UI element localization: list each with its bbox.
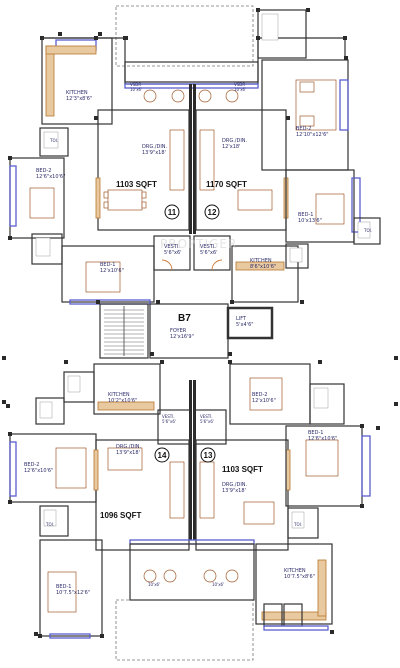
room-label-u12-drg: DRG./DIN.12'x18' [222, 138, 248, 150]
bottom-verandah-chairs [143, 569, 239, 583]
unit-11: 1103 SQFT 11 [116, 180, 180, 220]
room-label-u11-vesti: VESTI.5'6"x6' [164, 244, 182, 256]
block-label: B7 [178, 313, 191, 324]
unit-11-number: 11 [168, 208, 177, 217]
unit-14-area: 1096 SQFT [100, 511, 141, 520]
unit-12-area: 1170 SQFT [206, 180, 247, 189]
room-label-u14-drg: DRG./DIN.13'9"x18' [116, 444, 142, 456]
room-label-u14-vsdr: 10'x6' [148, 582, 160, 587]
bottom-dashed-shaft [115, 599, 254, 661]
room-label-u13-drg: DRG./DIN.13'9"x18' [222, 482, 248, 494]
unit-13: 13 1103 SQFT [200, 447, 263, 474]
foyer-area [149, 303, 229, 359]
top-verandah-chairs [143, 89, 239, 103]
room-label-u13-vsdr: 10'x6' [212, 582, 224, 587]
unit-12: 1170 SQFT 12 [204, 180, 247, 220]
top-half [8, 8, 381, 340]
unit-14: 14 1096 SQFT [100, 447, 170, 520]
room-label-u14-vesti: VESTI.5'6"x6' [162, 414, 176, 424]
room-label-u13-toi: TOI. [293, 522, 302, 527]
unit-14-number: 14 [158, 451, 167, 460]
room-label-u11-drg: DRG./DIN.13'9"x18' [142, 144, 168, 156]
watermark: PROPTIGER [160, 237, 237, 251]
room-label-u13-vesti: VESTI.5'6"x6' [200, 414, 214, 424]
unit-11-area: 1103 SQFT [116, 180, 157, 189]
bottom-half [8, 363, 371, 639]
room-label-u14-toi: TOI. [45, 522, 54, 527]
staircase [99, 303, 149, 359]
room-label-u12-toi: TOI. [363, 228, 372, 233]
unit-13-number: 13 [204, 451, 213, 460]
unit-13-area: 1103 SQFT [222, 465, 263, 474]
top-dashed-shaft [115, 5, 254, 67]
unit-12-number: 12 [208, 208, 217, 217]
room-label-u11-toi: TOI. [49, 138, 58, 143]
room-label-u12-vesti: VESTI.5'6"x6' [200, 244, 218, 256]
wall-markers [2, 36, 398, 636]
